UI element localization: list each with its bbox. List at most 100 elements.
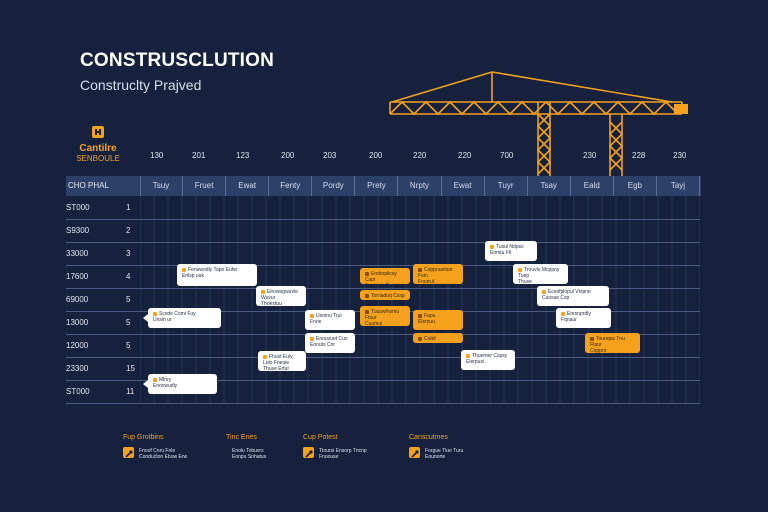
task-card[interactable]: Uoninu Trul Fnoe xyxy=(305,310,355,330)
task-card[interactable]: Coltd xyxy=(413,333,463,343)
task-marker-icon xyxy=(261,289,265,294)
row-divider xyxy=(66,357,700,358)
task-marker-icon xyxy=(542,289,546,294)
wrench-icon xyxy=(123,447,134,458)
row-header-label: CHO PHAL xyxy=(66,176,140,196)
task-title: Coltd xyxy=(424,336,436,342)
legend-title: Cup Potest xyxy=(303,434,338,441)
top-number: 228 xyxy=(632,151,646,160)
task-marker-icon xyxy=(310,313,314,318)
column-header[interactable]: Pordy xyxy=(312,176,356,196)
task-detail: Elsrpuu xyxy=(418,319,435,325)
column-header-bar xyxy=(140,176,701,196)
task-title: Thuemer Cspsy xyxy=(472,353,508,359)
row-label: ST000 xyxy=(66,203,90,212)
column-header[interactable]: Egb xyxy=(614,176,657,196)
task-detail: Elerpusi xyxy=(466,359,485,365)
callout-pointer-icon xyxy=(143,380,148,388)
task-detail: Fnorrul xyxy=(418,279,434,284)
row-number: 5 xyxy=(126,295,131,304)
task-title: Fenuwodly Tapo Eufer xyxy=(188,267,238,273)
task-detail: Enoswudly xyxy=(153,383,178,389)
row-label: ST000 xyxy=(66,387,90,396)
top-number: 700 xyxy=(500,151,514,160)
column-header[interactable]: Prety xyxy=(355,176,399,196)
task-title: Elrowogwuvle Wuvur xyxy=(261,289,298,301)
row-divider xyxy=(66,380,700,381)
wrench-icon xyxy=(409,447,420,458)
column-header[interactable]: Ewat xyxy=(226,176,270,196)
column-header[interactable]: Ewat xyxy=(442,176,485,196)
column-header[interactable]: Fruet xyxy=(183,176,227,196)
page-title: CONSTRUSCLUTION xyxy=(80,50,275,71)
row-divider xyxy=(66,334,700,335)
legend-line: Fnoof Cnru Fnle xyxy=(139,448,176,454)
top-number: 201 xyxy=(192,151,206,160)
row-label: 13000 xyxy=(66,318,89,327)
row-label: 12000 xyxy=(66,341,89,350)
task-marker-icon xyxy=(490,244,494,249)
row-label: 17600 xyxy=(66,272,89,281)
task-detail: Cuosse Csp xyxy=(542,295,570,301)
task-marker-icon xyxy=(365,309,369,314)
tower-crane-illustration xyxy=(389,71,688,180)
legend-line: Conducton Ebuw Erw xyxy=(139,454,188,460)
top-number: 220 xyxy=(413,151,427,160)
brand-subtitle: SENBOULE xyxy=(76,154,120,163)
task-title: Ecesfplopul Vnlpne xyxy=(548,289,591,295)
task-marker-icon xyxy=(418,336,422,341)
row-number: 3 xyxy=(126,249,131,258)
row-number: 5 xyxy=(126,341,131,350)
top-number: 203 xyxy=(323,151,337,160)
hammer-icon xyxy=(303,447,314,458)
column-header[interactable]: Eald xyxy=(571,176,614,196)
legend-title: Fup Grotbins xyxy=(123,434,164,441)
task-detail: Enmtu Ftl xyxy=(490,250,512,256)
top-number: 200 xyxy=(281,151,295,160)
task-title: Tornaduq Cssp xyxy=(371,293,405,299)
task-title: Tusul Ndpss xyxy=(496,244,524,250)
row-number: 15 xyxy=(126,364,135,373)
task-marker-icon xyxy=(466,353,470,358)
row-label: 23300 xyxy=(66,364,89,373)
task-card[interactable]: Endroplicsy CsprEruoupe Cnr xyxy=(360,268,410,284)
row-number: 11 xyxy=(126,387,135,396)
building-icon xyxy=(92,126,104,138)
row-number: 2 xyxy=(126,226,131,235)
task-marker-icon xyxy=(365,293,369,298)
column-header[interactable]: Fenty xyxy=(269,176,313,196)
task-title: Tourepw Tnu Ftuur xyxy=(590,336,625,348)
column-header[interactable]: Tsuy xyxy=(140,176,184,196)
row-divider xyxy=(66,242,700,243)
legend-line: Ttoursi Ensorp Tncnp xyxy=(319,448,367,454)
legend-title: Canscutmes xyxy=(409,434,448,441)
task-marker-icon xyxy=(182,267,186,272)
column-header[interactable]: Nrpty xyxy=(398,176,442,196)
row-divider xyxy=(66,403,700,404)
column-header[interactable]: Tayj xyxy=(657,176,700,196)
row-number: 1 xyxy=(126,203,131,212)
task-title: Coppnuetion Foin xyxy=(418,267,453,279)
task-card[interactable]: Tornaduq Cssp xyxy=(360,290,410,300)
column-header[interactable]: Tsay xyxy=(528,176,571,196)
column-header[interactable]: Tuyr xyxy=(485,176,528,196)
